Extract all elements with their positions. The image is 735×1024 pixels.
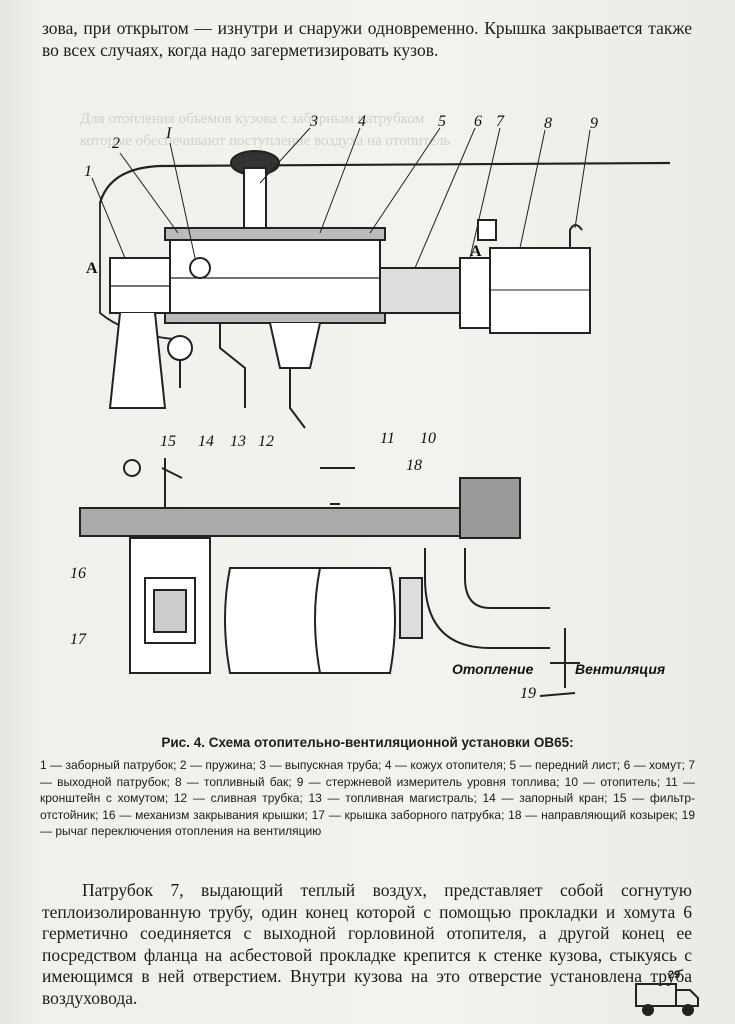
label-ventilation: Вентиляция <box>575 661 665 677</box>
callout-11: 11 <box>380 430 395 447</box>
callout-15: 15 <box>160 433 176 450</box>
callout-section-I: I <box>165 125 172 142</box>
label-heating: Отопление <box>452 661 534 677</box>
figure-caption-title: Рис. 4. Схема отопительно-вентиляционной… <box>161 735 574 750</box>
callout-10: 10 <box>420 430 436 447</box>
section-marker-a-right: А <box>470 243 482 260</box>
callout-19: 19 <box>520 685 536 702</box>
callout-3: 3 <box>309 113 318 130</box>
top-paragraph: зова, при открытом — изнутри и снаружи о… <box>42 18 692 60</box>
callout-16: 16 <box>70 565 86 582</box>
callout-5: 5 <box>438 113 446 130</box>
callout-4: 4 <box>358 113 366 130</box>
callout-6: 6 <box>474 113 482 130</box>
bleed-through-text: Для отопления объемов кузова с заборным … <box>80 111 451 149</box>
callout-8: 8 <box>544 115 552 132</box>
callout-14: 14 <box>198 433 214 450</box>
callout-9: 9 <box>590 115 598 132</box>
page-number: 29 <box>668 969 680 981</box>
callout-13: 13 <box>230 433 246 450</box>
section-marker-a-left: А <box>86 260 98 277</box>
callout-2: 2 <box>112 135 120 152</box>
callout-17: 17 <box>70 631 87 648</box>
callout-7: 7 <box>496 113 505 130</box>
callout-12: 12 <box>258 433 274 450</box>
figure-legend: 1 — заборный патрубок; 2 — пружина; 3 — … <box>40 758 695 838</box>
body-paragraph: Патрубок 7, выдающий теплый воздух, пред… <box>42 880 692 1008</box>
callout-1: 1 <box>84 163 92 180</box>
callout-18: 18 <box>406 457 422 474</box>
heater-schematic: 1 2 I 3 4 5 6 7 8 9 10 11 12 13 14 15 16… <box>70 113 670 702</box>
corner-stamp-truck-icon: 29 <box>635 969 699 1016</box>
